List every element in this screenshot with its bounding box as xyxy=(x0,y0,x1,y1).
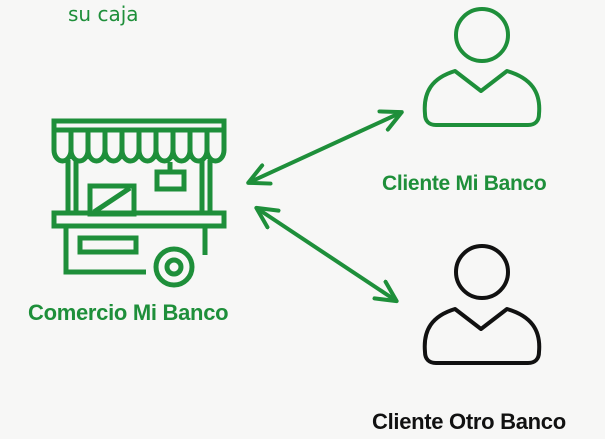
label-comercio-mi-banco: Comercio Mi Banco xyxy=(28,300,229,325)
arrow-comercio-cliente-mi-banco xyxy=(246,109,404,186)
arrow-comercio-cliente-otro-banco xyxy=(254,205,399,304)
market-stall-icon xyxy=(51,118,227,288)
label-cliente-mi-banco: Cliente Mi Banco xyxy=(382,172,547,195)
user-icon-cliente-otro-banco xyxy=(422,244,542,365)
caption-text: su caja xyxy=(68,2,139,26)
user-icon-cliente-mi-banco xyxy=(422,7,542,127)
label-cliente-otro-banco: Cliente Otro Banco xyxy=(372,409,566,434)
